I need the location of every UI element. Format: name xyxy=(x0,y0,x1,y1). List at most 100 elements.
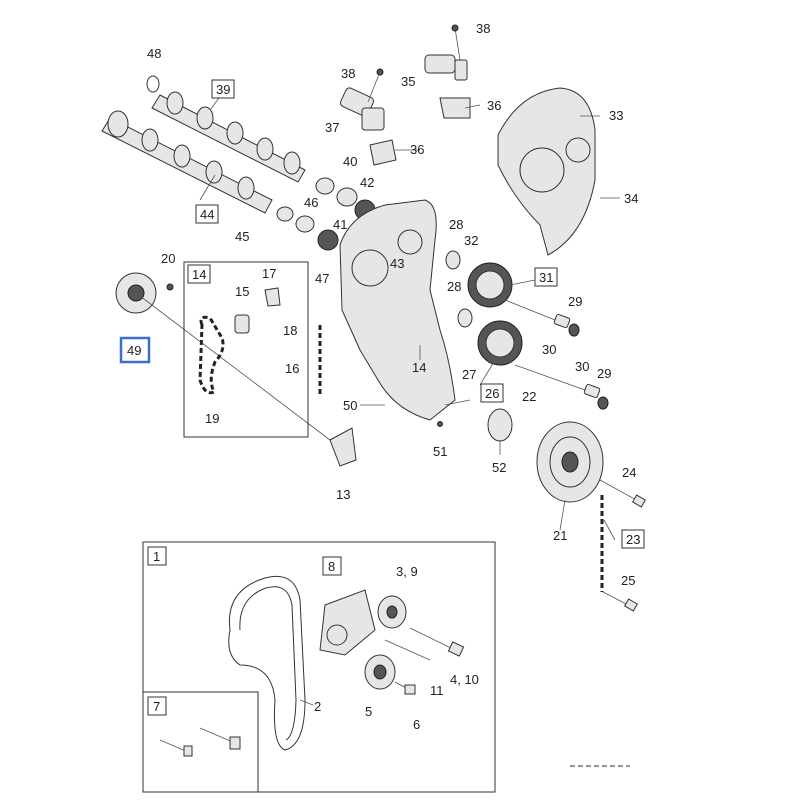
label-7-box xyxy=(147,696,167,716)
camshaft-pulley-upper[interactable] xyxy=(467,262,513,308)
label-7: 7 xyxy=(153,699,160,714)
label-44: 44 xyxy=(200,207,214,222)
label-6: 6 xyxy=(413,717,420,732)
tensioner-belt-19[interactable] xyxy=(198,315,225,395)
box-1-frame xyxy=(142,541,496,793)
label-30-lower: 30 xyxy=(575,359,589,374)
label-1-box xyxy=(147,546,167,566)
label-29-upper: 29 xyxy=(568,294,582,309)
label-38-right: 38 xyxy=(476,21,490,36)
bolt-6[interactable] xyxy=(394,681,416,695)
label-26-box xyxy=(480,383,504,403)
label-8: 8 xyxy=(328,559,335,574)
label-33: 33 xyxy=(609,108,623,123)
tensioner-15[interactable] xyxy=(234,314,250,334)
box-14-frame xyxy=(183,261,309,438)
label-51: 51 xyxy=(433,444,447,459)
camshaft-pulley-lower[interactable] xyxy=(477,320,523,366)
label-36-upper: 36 xyxy=(487,98,501,113)
label-49: 49 xyxy=(127,343,141,358)
bolt-4-10[interactable] xyxy=(409,627,465,657)
solenoid-valve-35[interactable] xyxy=(424,24,468,81)
bolt-11[interactable] xyxy=(384,639,431,661)
idler-pulley-3-9[interactable] xyxy=(377,595,407,629)
label-16: 16 xyxy=(285,361,299,376)
label-41: 41 xyxy=(333,217,347,232)
label-11: 11 xyxy=(430,683,444,698)
label-13: 13 xyxy=(336,487,350,502)
label-43: 43 xyxy=(390,256,404,271)
label-5: 5 xyxy=(365,704,372,719)
label-29-lower: 29 xyxy=(597,366,611,381)
label-23: 23 xyxy=(626,532,640,547)
label-19: 19 xyxy=(205,411,219,426)
label-40: 40 xyxy=(343,154,357,169)
label-28-upper: 28 xyxy=(449,217,463,232)
label-34: 34 xyxy=(624,191,638,206)
label-1: 1 xyxy=(153,549,160,564)
label-38-left: 38 xyxy=(341,66,355,81)
label-49-box[interactable] xyxy=(119,336,151,364)
sprocket-13[interactable] xyxy=(329,427,357,467)
label-8-box xyxy=(322,556,342,576)
label-14-right: 14 xyxy=(412,360,426,375)
bracket-36-upper[interactable] xyxy=(439,97,471,119)
bolt-24[interactable] xyxy=(599,479,647,508)
label-4-10: 4, 10 xyxy=(450,672,479,687)
label-21: 21 xyxy=(553,528,567,543)
label-36-lower: 36 xyxy=(410,142,424,157)
label-17: 17 xyxy=(262,266,276,281)
camshaft-upper[interactable] xyxy=(151,91,306,183)
label-35: 35 xyxy=(401,74,415,89)
label-39-box xyxy=(211,79,235,99)
label-30-upper: 30 xyxy=(542,342,556,357)
bolts-29-30[interactable] xyxy=(504,299,609,410)
label-48: 48 xyxy=(147,46,161,61)
label-25: 25 xyxy=(621,573,635,588)
box-7-frame xyxy=(142,691,259,793)
seal-ring-48[interactable] xyxy=(146,75,160,93)
label-52: 52 xyxy=(492,460,506,475)
leader-lines xyxy=(199,89,620,706)
pulley-5[interactable] xyxy=(364,654,396,690)
label-46: 46 xyxy=(304,195,318,210)
label-15: 15 xyxy=(235,284,249,299)
bolt-51[interactable] xyxy=(437,421,443,427)
rear-timing-plate[interactable] xyxy=(339,199,456,421)
label-22: 22 xyxy=(522,389,536,404)
solenoid-valve-37[interactable] xyxy=(339,68,385,131)
label-14-box-text: 14 xyxy=(192,267,206,282)
drive-belt-2[interactable] xyxy=(228,575,306,751)
camshaft-lower[interactable] xyxy=(101,110,273,214)
label-14-box xyxy=(187,264,211,284)
timing-cover-33[interactable] xyxy=(497,87,596,256)
label-24: 24 xyxy=(622,465,636,480)
bolt-25[interactable] xyxy=(602,591,639,612)
crankshaft-pulley-21[interactable] xyxy=(536,421,604,503)
label-47: 47 xyxy=(315,271,329,286)
label-18: 18 xyxy=(283,323,297,338)
crankshaft-sprocket-52[interactable] xyxy=(487,408,513,442)
tensioner-bracket-8[interactable] xyxy=(319,589,376,656)
label-3-9: 3, 9 xyxy=(396,564,418,579)
label-31-box xyxy=(534,267,558,287)
bolt-20[interactable] xyxy=(166,283,174,291)
bracket-36-lower[interactable] xyxy=(369,139,397,166)
label-50: 50 xyxy=(343,398,357,413)
label-26: 26 xyxy=(485,386,499,401)
label-44-box xyxy=(195,204,219,224)
label-2: 2 xyxy=(314,699,321,714)
label-31: 31 xyxy=(539,270,553,285)
bracket-17[interactable] xyxy=(264,287,281,307)
bolts-7[interactable] xyxy=(159,727,241,757)
label-20: 20 xyxy=(161,251,175,266)
seals-28[interactable] xyxy=(445,250,473,328)
label-42: 42 xyxy=(360,175,374,190)
label-27: 27 xyxy=(462,367,476,382)
label-37: 37 xyxy=(325,120,339,135)
pulley-49[interactable] xyxy=(115,272,331,441)
label-45: 45 xyxy=(235,229,249,244)
label-39: 39 xyxy=(216,82,230,97)
label-23-box xyxy=(621,529,645,549)
